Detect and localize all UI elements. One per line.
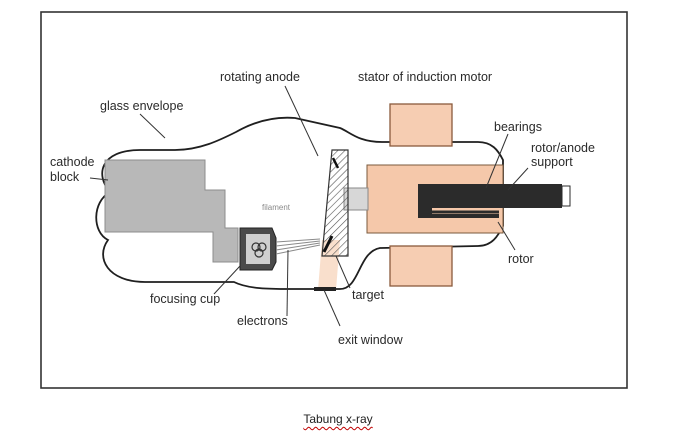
stator-upper: [389, 103, 453, 147]
glass-envelope-shape: [95, 116, 504, 290]
label-electrons: electrons: [237, 314, 288, 328]
label-rotor-support-line1: rotor/anode: [531, 141, 595, 155]
label-rotating-anode: rotating anode: [220, 70, 300, 84]
label-cathode-line2: block: [50, 170, 80, 184]
leader-lines: [89, 85, 529, 327]
label-bearings: bearings: [494, 120, 542, 134]
label-filament: filament: [262, 203, 291, 212]
label-cathode-line1: cathode: [50, 155, 95, 169]
electron-beam: [275, 238, 321, 255]
label-rotor-support-line2: support: [531, 155, 573, 169]
label-focusing-cup: focusing cup: [150, 292, 220, 306]
rotor-support-shaft: [418, 184, 562, 218]
label-stator: stator of induction motor: [358, 70, 492, 84]
caption-text: Tabung x-ray: [303, 412, 373, 426]
label-glass-envelope: glass envelope: [100, 99, 183, 113]
figure-caption: Tabung x-ray: [0, 412, 676, 426]
filament-coil: [251, 242, 267, 258]
cathode-block-shape: [104, 159, 239, 263]
label-target: target: [352, 288, 384, 302]
stator-lower: [389, 245, 453, 287]
rotating-anode-shape: [321, 149, 349, 257]
label-exit-window: exit window: [338, 333, 404, 347]
exit-window-shape: [314, 287, 336, 291]
label-rotor: rotor: [508, 252, 534, 266]
